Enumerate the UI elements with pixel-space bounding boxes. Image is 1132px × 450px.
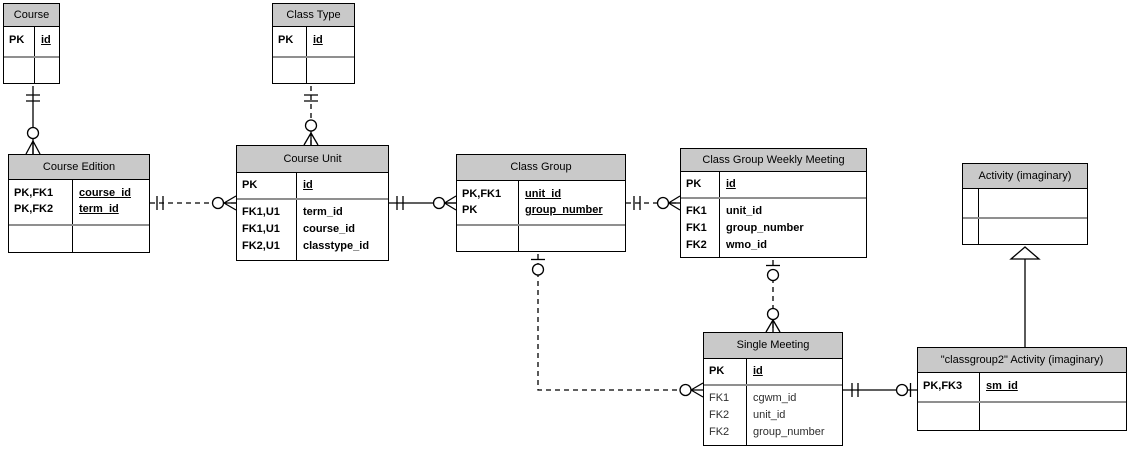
entity-activity-imaginary: Activity (imaginary) [962,163,1088,245]
empty-section [963,189,1087,217]
entity-class-group-title: Class Group [457,155,625,181]
key-tag: PK [462,204,478,216]
empty-section [4,56,59,83]
key-attribute: id [726,178,736,190]
attribute: wmo_id [726,239,767,251]
entity-class-group: Class Group PK,FK1 unit_id PK group_numb… [456,154,626,252]
empty-section [9,224,149,252]
key-tag: PK [9,34,25,46]
empty-section [963,217,1087,244]
attribute: term_id [303,206,343,218]
key-attribute: course_id [79,187,131,199]
rel-class-type-to-course-unit [303,86,319,146]
attribute: unit_id [726,205,763,217]
key-tag: PK [278,34,294,46]
empty-section [273,56,354,83]
rel-cgwm-to-single-meeting [765,260,781,333]
key-attribute: id [41,34,51,46]
key-attribute: id [313,34,323,46]
key-tag: PK [686,178,702,190]
rel-course-edition-to-course-unit [150,195,237,211]
fk-tag: FK2 [686,239,707,251]
fk-tag: FK1 [709,392,730,404]
attribute: classtype_id [303,240,370,252]
rel-course-to-course-edition [25,86,41,155]
key-tag: PK,FK2 [14,203,54,215]
fk-tag: FK1 [686,205,707,217]
key-tag: PK,FK3 [923,380,963,392]
key-tag: PK [709,365,725,377]
entity-course: Course PK id [3,3,60,84]
entity-course-edition: Course Edition PK,FK1 course_id PK,FK2 t… [8,154,150,253]
attribute: group_number [726,222,804,234]
fk-tag: FK1,U1 [242,223,280,235]
entity-single-meeting-title: Single Meeting [704,333,842,359]
key-attribute: id [303,179,313,191]
key-tag: PK,FK1 [14,187,54,199]
key-attribute: term_id [79,203,119,215]
entity-class-type-title: Class Type [273,4,354,27]
key-attribute: group_number [525,204,603,216]
entity-course-edition-title: Course Edition [9,155,149,180]
entity-single-meeting: Single Meeting PK id FK1 cgwm_id FK2 uni… [703,332,843,446]
attribute: unit_id [753,409,786,421]
rel-single-meeting-to-classgroup2 [843,383,917,397]
empty-section [457,224,625,251]
key-tag: PK,FK1 [462,188,502,200]
entity-classgroup2-activity: "classgroup2" Activity (imaginary) PK,FK… [917,347,1127,431]
key-attribute: sm_id [986,380,1018,392]
attribute: group_number [753,426,825,438]
fk-tag: FK1 [686,222,707,234]
entity-classgroup2-title: "classgroup2" Activity (imaginary) [918,348,1126,373]
fk-tag: FK2 [709,426,730,438]
attribute: course_id [303,223,355,235]
key-tag: PK [242,179,258,191]
fk-tag: FK2 [709,409,730,421]
rel-class-group-to-cgwm [626,195,681,211]
rel-class-group-to-single-meeting [531,254,704,398]
key-attribute: id [753,365,763,377]
fk-tag: FK2,U1 [242,240,280,252]
entity-cgwm-title: Class Group Weekly Meeting [681,149,866,172]
rel-classgroup2-inherits-activity [1009,246,1041,347]
entity-activity-title: Activity (imaginary) [963,164,1087,189]
attribute: cgwm_id [753,392,797,404]
entity-course-title: Course [4,4,59,27]
rel-course-unit-to-class-group [389,195,457,211]
entity-class-group-weekly-meeting: Class Group Weekly Meeting PK id FK1 uni… [680,148,867,258]
fk-tag: FK1,U1 [242,206,280,218]
empty-section [918,401,1126,430]
key-attribute: unit_id [525,188,562,200]
entity-course-unit-title: Course Unit [237,146,388,173]
entity-class-type: Class Type PK id [272,3,355,84]
entity-course-unit: Course Unit PK id FK1,U1 term_id FK1,U1 … [236,145,389,261]
